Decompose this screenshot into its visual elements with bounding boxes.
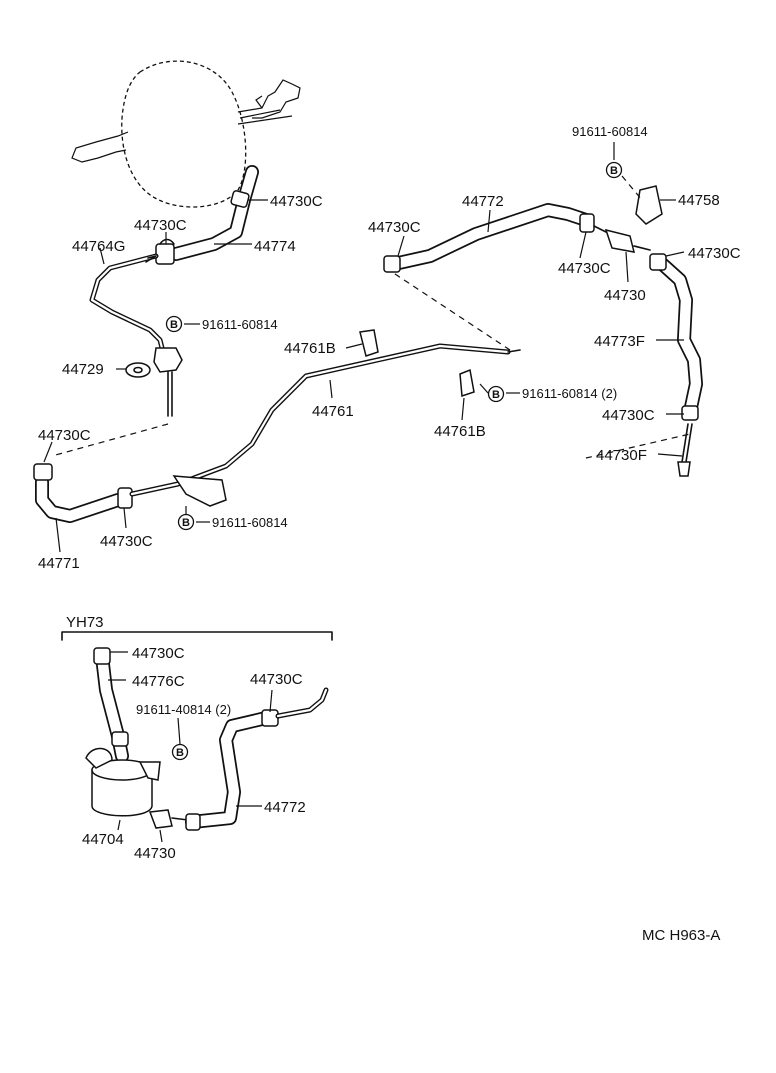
diagram-code: MC H963-A — [642, 927, 720, 944]
part-labels: 44730C 44730C 44774 44764G 91611-60814 4… — [38, 124, 741, 944]
clamp-44730c-left — [33, 463, 53, 481]
union-44730f — [677, 461, 691, 477]
part-label: 44704 — [82, 831, 124, 848]
clamp-44730c-yh73-mid — [111, 731, 129, 747]
bracket-44758 — [635, 185, 663, 225]
part-label: 44771 — [38, 555, 80, 572]
bolt-mark: B — [170, 319, 178, 331]
clamp-bracket-44761 — [172, 475, 227, 507]
pipe-44764g — [89, 253, 183, 417]
grommet-44729 — [125, 362, 151, 378]
clamp-44730c-yh73-top — [93, 647, 111, 665]
pipe-44761 — [129, 329, 521, 507]
part-label: 44730C — [38, 427, 91, 444]
part-label: 91611-60814 (2) — [522, 386, 617, 401]
bolt-symbol: B — [165, 315, 183, 333]
part-label: 44730C — [134, 217, 187, 234]
part-label: 44730F — [596, 447, 647, 464]
bolt-mark: B — [176, 747, 184, 759]
part-label: 44730C — [558, 260, 611, 277]
clamp-44730c-lower — [117, 487, 133, 509]
clip-44761b-lower — [459, 368, 475, 398]
part-label: 44730C — [688, 245, 741, 262]
check-valve-44730 — [593, 225, 651, 253]
part-label: 44772 — [264, 799, 306, 816]
part-label: 44761 — [312, 403, 354, 420]
part-label: 44730 — [134, 845, 176, 862]
hose-44774 — [155, 165, 259, 265]
part-label: 91611-60814 — [202, 317, 278, 332]
part-label: 91611-40814 (2) — [136, 702, 231, 717]
bolt-mark: B — [492, 389, 500, 401]
vacuum-tank-44704 — [91, 769, 153, 817]
part-label: 44730C — [132, 645, 185, 662]
yh73-variant — [61, 631, 333, 831]
part-label: 44761B — [434, 423, 486, 440]
clamp-44730c-hose-left — [383, 255, 401, 273]
clip-44761b-upper — [359, 329, 379, 357]
part-label: 44764G — [72, 238, 125, 255]
bracket-44764g — [153, 347, 183, 373]
clamp-44730c-yh73-lower — [185, 813, 201, 831]
clamp-44730c-yh73-upper — [261, 709, 279, 727]
part-label: 44730C — [368, 219, 421, 236]
part-label: 44776C — [132, 673, 185, 690]
hose-44773f — [649, 253, 703, 477]
bolt-symbol: B — [171, 743, 189, 761]
part-label: YH73 — [66, 614, 104, 631]
part-label: 44730C — [602, 407, 655, 424]
clamp-44730c-hose-bottom — [681, 405, 699, 421]
clamp-44730c-mid — [155, 243, 175, 265]
part-label: 44730C — [250, 671, 303, 688]
bolt-mark: B — [610, 165, 618, 177]
part-label: 44730 — [604, 287, 646, 304]
part-label: 91611-60814 — [572, 124, 648, 139]
bolt-symbol: B — [487, 385, 505, 403]
part-label: 44761B — [284, 340, 336, 357]
bolt-symbol: B — [605, 161, 623, 179]
hose-44771 — [33, 463, 133, 523]
brake-booster-outline — [71, 60, 301, 208]
part-label: 44730C — [100, 533, 153, 550]
part-label: 44730C — [270, 193, 323, 210]
clamp-44730c-top — [230, 190, 250, 208]
part-label: 91611-60814 — [212, 515, 288, 530]
part-label: 44758 — [678, 192, 720, 209]
part-label: 44772 — [462, 193, 504, 210]
clamp-44730c-hose-right — [579, 213, 595, 233]
part-label: 44773F — [594, 333, 645, 350]
part-label: 44774 — [254, 238, 296, 255]
hose-44772-upper — [383, 203, 595, 273]
part-label: 44729 — [62, 361, 104, 378]
bolt-symbol: B — [177, 513, 195, 531]
bolt-mark: B — [182, 517, 190, 529]
clamp-44730c-hose-top — [649, 253, 667, 271]
leader-lines — [43, 142, 685, 843]
